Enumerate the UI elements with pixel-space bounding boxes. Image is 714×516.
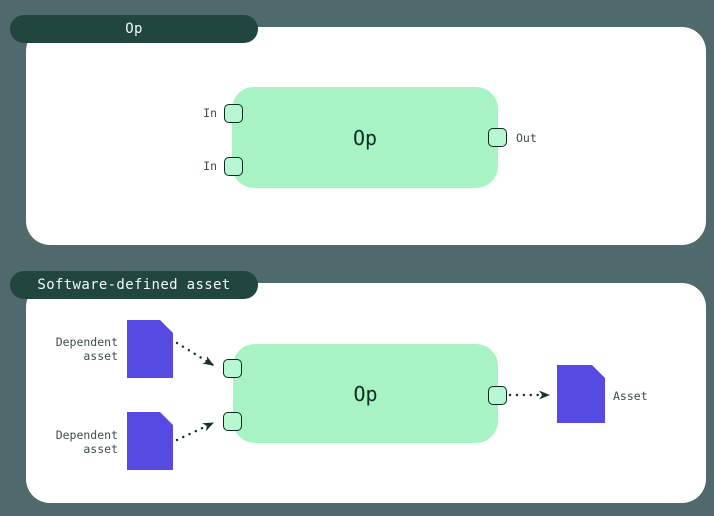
input-port-2 [224,157,243,176]
sda-output-port [488,386,507,405]
input-label-1: In [203,106,217,120]
input-label-2: In [203,159,217,173]
input-port-1 [224,104,243,123]
sda-op-node-label: Op [353,381,378,406]
sda-input-port-2 [223,412,242,431]
sda-input-port-1 [223,359,242,378]
op-node-label: Op [352,125,378,150]
sda-section-tab: Software-defined asset [10,271,258,299]
op-node: Op [232,87,498,188]
dependent-asset-document-icon-2 [127,412,173,470]
sda-tab-label: Software-defined asset [37,277,231,293]
sda-op-node: Op [233,344,498,443]
op-section-tab: Op [10,15,258,43]
output-label: Out [516,131,537,145]
output-port [488,128,507,147]
op-tab-label: Op [125,21,143,37]
asset-label: Asset [613,389,648,403]
dependent-asset-label-1: Dependent asset [55,335,118,363]
asset-document-icon [557,365,605,423]
dependent-asset-label-2: Dependent asset [55,428,118,456]
dependent-asset-document-icon-1 [127,320,173,378]
